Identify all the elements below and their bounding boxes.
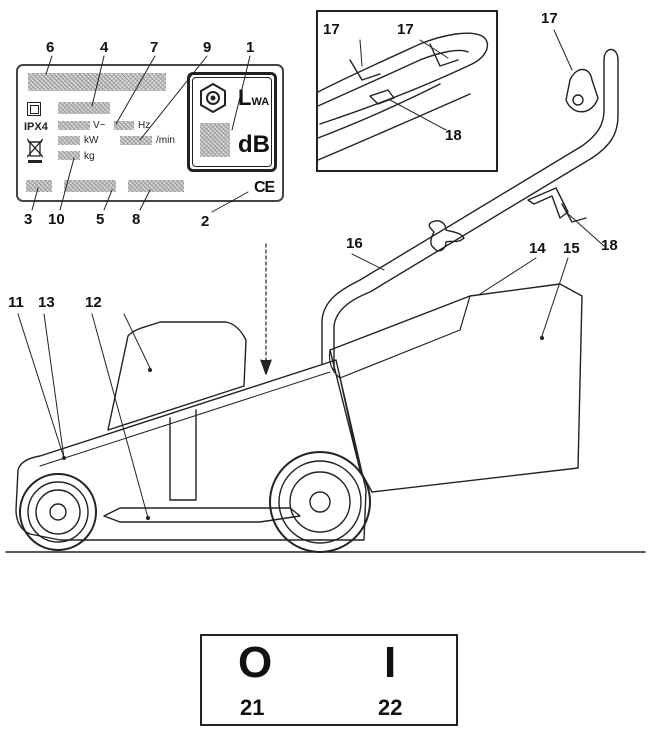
lwa-subscript: WA xyxy=(251,96,270,108)
unit-kg-label: kg xyxy=(84,151,95,162)
callout-2: 2 xyxy=(201,213,210,230)
callout-8: 8 xyxy=(132,211,141,228)
mower-callout-17: 17 xyxy=(541,10,558,27)
plate-field-volt xyxy=(58,121,90,130)
db-label: dB xyxy=(238,131,270,158)
ce-mark: CE xyxy=(254,179,275,196)
leader-end-dots xyxy=(62,336,544,520)
callout-10: 10 xyxy=(48,211,65,228)
weee-bin-icon xyxy=(27,138,43,163)
plate-field-hz xyxy=(114,121,134,130)
callout-6: 6 xyxy=(46,39,55,56)
handle-knob xyxy=(428,220,465,252)
detail-callout-17b: 17 xyxy=(397,21,414,38)
off-number: 21 xyxy=(240,695,265,720)
plate-field-4 xyxy=(58,102,110,114)
plate-field-6 xyxy=(28,73,166,91)
rating-plate: V~ Hz kW /min kg IPX4 CE xyxy=(16,64,284,202)
plate-field-5 xyxy=(64,180,116,192)
detail-callout-17a: 17 xyxy=(323,21,340,38)
handle-lock-lever xyxy=(565,68,599,113)
unit-min-label: /min xyxy=(156,135,175,146)
mower-deck xyxy=(15,359,367,541)
off-symbol: O xyxy=(238,638,273,687)
plate-field-3 xyxy=(26,180,52,192)
mower-callout-15: 15 xyxy=(563,240,580,257)
callout-5: 5 xyxy=(96,211,105,228)
plate-field-8 xyxy=(128,180,184,192)
ipx4-label: IPX4 xyxy=(24,121,48,133)
engine-cover xyxy=(107,321,247,431)
cutting-blade xyxy=(103,507,301,523)
plate-field-kg xyxy=(58,151,80,160)
mower-callout-11: 11 xyxy=(8,294,24,311)
cable-clip xyxy=(527,187,569,219)
grass-collector xyxy=(329,283,583,493)
double-insulation-icon xyxy=(27,102,41,116)
noise-value-field xyxy=(200,123,230,157)
plate-leader-lines xyxy=(31,55,251,213)
plate-field-kw xyxy=(58,136,80,145)
callout-7: 7 xyxy=(150,39,159,56)
mower-callout-13: 13 xyxy=(38,294,55,311)
motor-shaft xyxy=(169,409,197,501)
mower-callout-18: 18 xyxy=(601,237,618,254)
plate-field-rpm xyxy=(120,136,152,145)
callout-1: 1 xyxy=(246,39,255,56)
on-number: 22 xyxy=(378,695,403,720)
mower-leader-lines xyxy=(17,29,573,519)
unit-kw-label: kW xyxy=(84,135,99,146)
noise-level-box: LWA dB xyxy=(187,72,277,172)
unit-hz-label: Hz xyxy=(138,120,151,131)
rear-wheel xyxy=(19,473,97,551)
detail-callout-18: 18 xyxy=(445,127,462,144)
mower-callout-12: 12 xyxy=(85,294,102,311)
handle-detail-box xyxy=(316,10,498,172)
mower-callout-16: 16 xyxy=(346,235,363,252)
on-symbol: I xyxy=(384,638,397,687)
handle-detail-drawing xyxy=(317,32,489,161)
mower-handle xyxy=(321,59,605,365)
front-wheel xyxy=(269,451,371,553)
mower-callout-14: 14 xyxy=(529,240,546,257)
callout-3: 3 xyxy=(24,211,33,228)
callout-4: 4 xyxy=(100,39,109,56)
sound-emitter-icon xyxy=(200,83,226,113)
switch-symbol-panel: O I 21 22 xyxy=(200,634,458,726)
callout-9: 9 xyxy=(203,39,212,56)
unit-volt-label: V~ xyxy=(93,120,106,131)
noise-level-inner-frame xyxy=(192,77,272,167)
